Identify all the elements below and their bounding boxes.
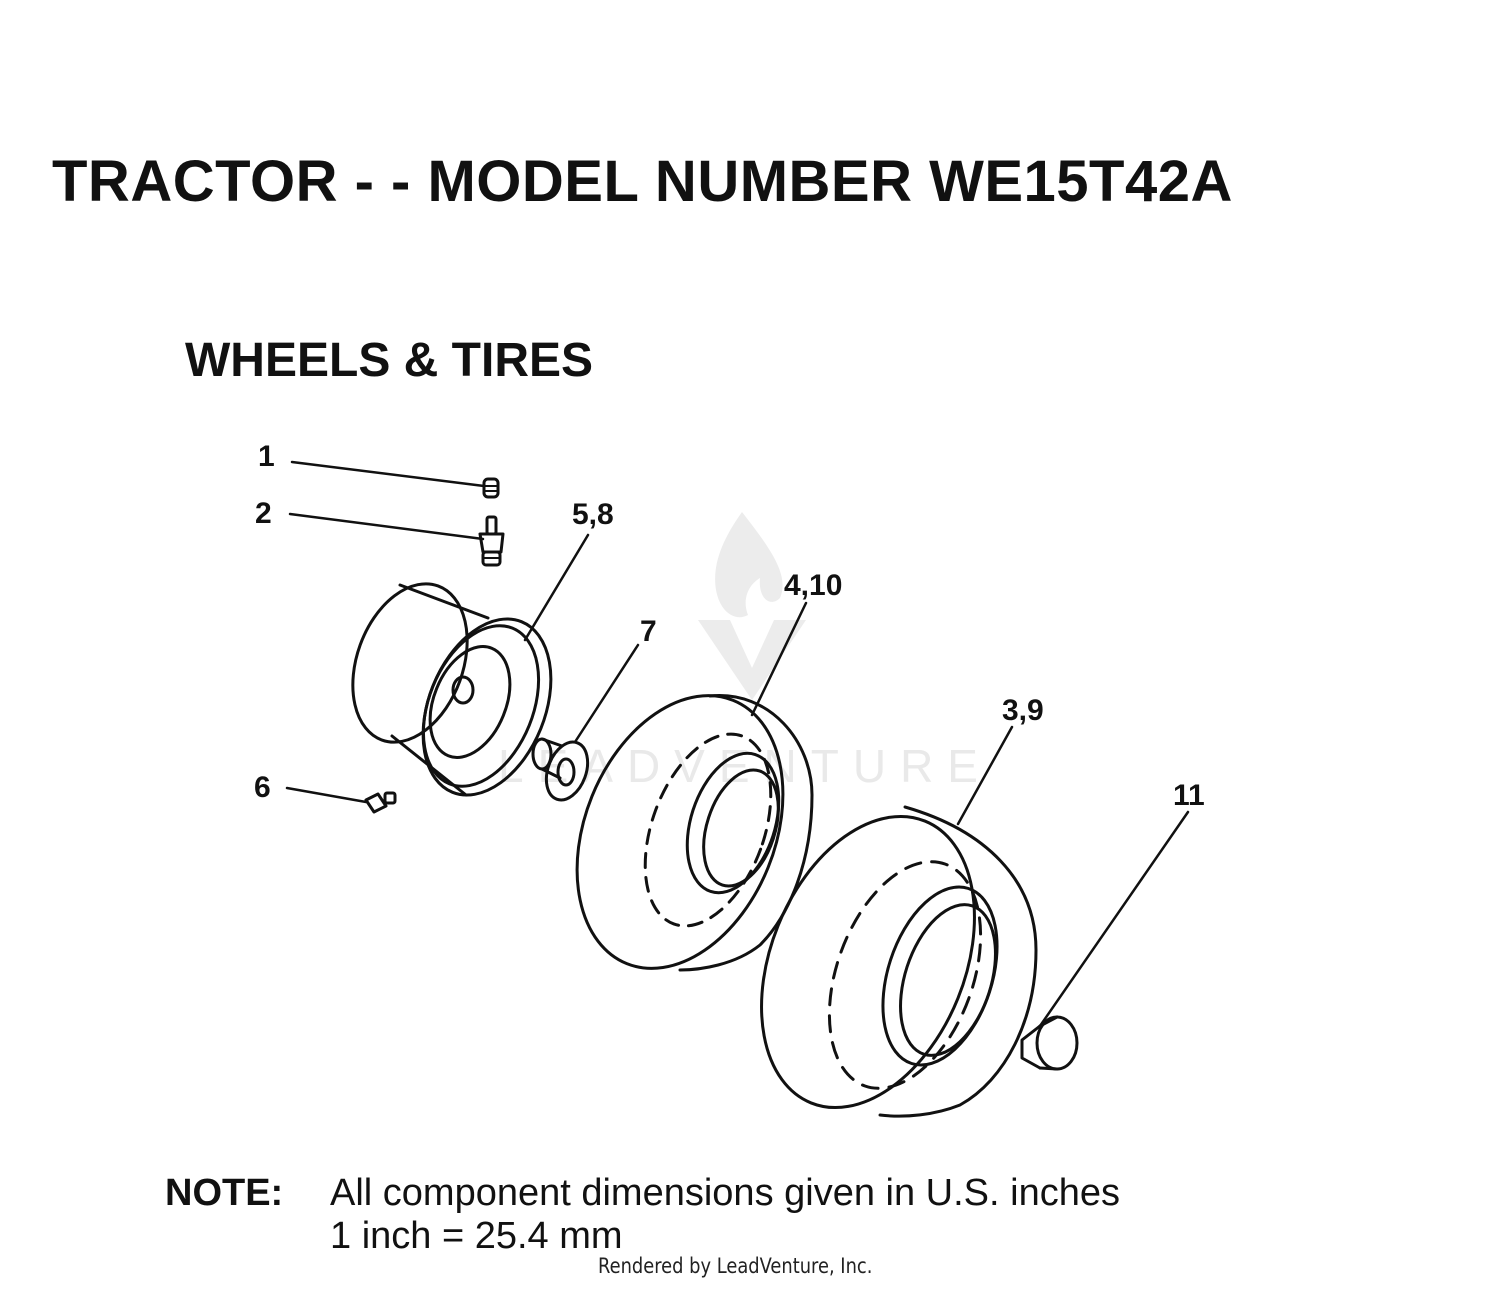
rear-tire-part: [760, 805, 1038, 1118]
leader-line-2: [288, 512, 485, 541]
valve-cap-part: [482, 477, 500, 499]
callout-7: 7: [640, 615, 657, 648]
grease-fitting-part: [364, 791, 397, 814]
bushing-part: [531, 737, 590, 802]
page-title: TRACTOR - - MODEL NUMBER WE15T42A: [52, 149, 1233, 214]
callout-6: 6: [254, 771, 271, 804]
render-credit: Rendered by LeadVenture, Inc.: [598, 1254, 873, 1278]
leader-line-6: [285, 786, 368, 804]
flame-logo-icon: [715, 512, 783, 618]
callout-1: 1: [258, 440, 275, 473]
v-logo-icon: [698, 620, 806, 700]
leader-line-11: [1038, 810, 1190, 1028]
leader-line-1: [290, 460, 486, 488]
leader-line-5-8: [523, 533, 590, 642]
callout-11: 11: [1173, 779, 1205, 812]
hub-cap-part: [1020, 1015, 1079, 1071]
callout-3-9: 3,9: [1002, 694, 1044, 727]
watermark-text: LEADVENTURE: [498, 740, 992, 792]
callout-5-8: 5,8: [572, 498, 614, 531]
leader-line-7: [573, 643, 640, 744]
callout-2: 2: [255, 497, 272, 530]
leadventure-watermark: LEADVENTURE: [498, 512, 992, 792]
front-tire-part: [575, 694, 814, 972]
section-title: WHEELS & TIRES: [185, 334, 594, 387]
note-label: NOTE:: [165, 1172, 284, 1214]
callout-4-10: 4,10: [784, 569, 842, 602]
leader-line-4-10: [750, 601, 808, 717]
leader-line-3-9: [956, 725, 1014, 826]
note-dimensions-text: All component dimensions given in U.S. i…: [330, 1172, 1120, 1214]
wheel-rim-part: [351, 582, 553, 797]
leader-lines: [285, 460, 1190, 1028]
valve-stem-part: [478, 515, 505, 567]
note-conversion-text: 1 inch = 25.4 mm: [330, 1215, 623, 1257]
